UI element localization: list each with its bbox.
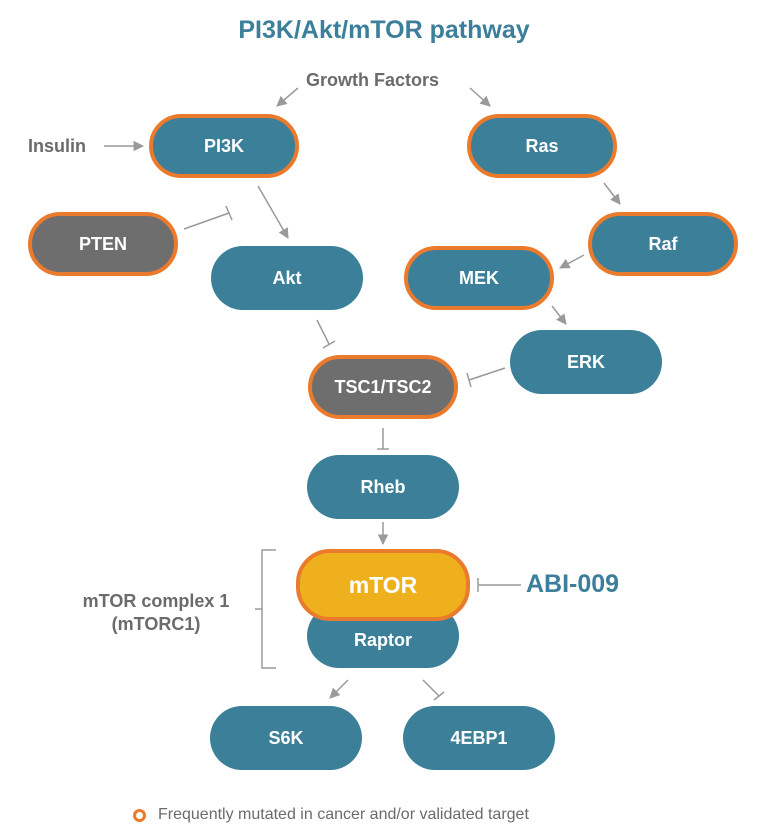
node-rheb: Rheb: [307, 455, 459, 519]
node-mek: MEK: [404, 246, 554, 310]
arrow-mek-to-erk: [551, 305, 567, 325]
node-4ebp1: 4EBP1: [403, 706, 555, 770]
inhibit-pten-to-pi3k-bar: [225, 205, 233, 221]
orange-ring-icon: [133, 808, 146, 822]
inhibit-akt-to-tsc: [316, 319, 330, 345]
inhibit-erk-to-tsc-bar: [466, 372, 472, 388]
node-pten: PTEN: [28, 212, 178, 276]
node-raf: Raf: [588, 212, 738, 276]
arrow-growth-to-pi3k: [276, 87, 299, 107]
mtorc1-label-line2: (mTORC1): [111, 613, 201, 634]
inhibit-erk-to-tsc: [468, 367, 506, 381]
node-tsc1-tsc2: TSC1/TSC2: [308, 355, 458, 419]
legend: Frequently mutated in cancer and/or vali…: [133, 806, 529, 824]
inhibit-pten-to-pi3k: [183, 212, 230, 230]
inhibit-raptor-to-4ebp1-bar: [433, 691, 445, 701]
legend-text: Frequently mutated in cancer and/or vali…: [158, 806, 529, 823]
arrow-raf-to-mek: [559, 254, 585, 269]
node-s6k: S6K: [210, 706, 362, 770]
drug-label: ABI-009: [526, 570, 620, 598]
arrow-growth-to-ras: [469, 87, 491, 107]
inhibit-raptor-to-4ebp1: [422, 679, 440, 697]
diagram-title: PI3K/Akt/mTOR pathway: [238, 16, 530, 44]
mtorc1-bracket: [261, 549, 276, 669]
node-pi3k: PI3K: [149, 114, 299, 178]
node-akt: Akt: [211, 246, 363, 310]
inhibit-akt-to-tsc-bar: [322, 340, 336, 349]
mtorc1-label-line1: mTOR complex 1: [82, 591, 230, 611]
arrow-pi3k-to-akt: [257, 185, 289, 239]
growth-factors-label: Growth Factors: [306, 70, 440, 90]
insulin-label: Insulin: [28, 136, 86, 156]
node-ras: Ras: [467, 114, 617, 178]
arrow-raptor-to-s6k: [329, 679, 349, 699]
arrow-ras-to-raf: [603, 182, 621, 205]
node-erk: ERK: [510, 330, 662, 394]
node-mtor: mTOR: [296, 549, 470, 621]
mtorc1-label: mTOR complex 1 (mTORC1): [56, 590, 256, 635]
